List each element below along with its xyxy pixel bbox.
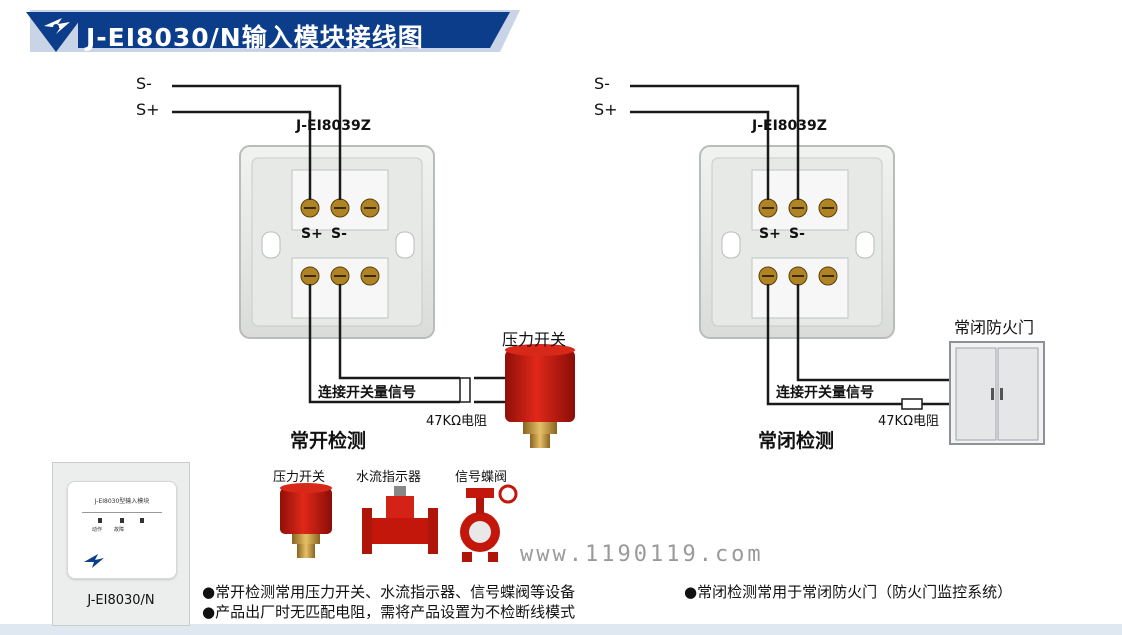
- module-led-action-icon: [98, 518, 102, 523]
- right-mount-hole-right: [855, 231, 875, 259]
- right-resistor-icon: [901, 398, 923, 410]
- title-banner: [26, 10, 520, 52]
- module-caption: J-EI8030/N: [87, 593, 155, 608]
- left-terminal-label-s-minus: S-: [331, 226, 347, 242]
- note-factory-setting: ●产品出厂时无匹配电阻，需将产品设置为不检断线模式: [202, 603, 576, 621]
- module-logo-icon: [84, 554, 104, 568]
- left-label-s-minus: S-: [136, 74, 152, 93]
- left-device-label: 压力开关: [502, 330, 567, 349]
- note-normally-closed: ●常闭检测常用于常闭防火门（防火门监控系统）: [684, 583, 1013, 601]
- page-title: J-EI8030/N输入模块接线图: [86, 23, 424, 52]
- module-led-fault-icon: [120, 518, 124, 523]
- left-label-s-plus: S+: [136, 100, 160, 119]
- gallery-label-butterfly-valve: 信号蝶阀: [455, 470, 508, 485]
- right-wire-s-plus: [630, 110, 770, 200]
- note-normally-open: ●常开检测常用压力开关、水流指示器、信号蝶阀等设备: [202, 583, 576, 601]
- right-base-model-label: J-EI8039Z: [752, 118, 827, 134]
- right-terminal-label-s-minus: S-: [789, 226, 805, 242]
- watermark-text: www.1190119.com: [520, 542, 764, 567]
- right-terminal-label-s-plus: S+: [759, 226, 781, 242]
- module-led-label-action: 动作: [92, 527, 103, 533]
- left-base-box: [239, 145, 435, 339]
- module-led-extra-icon: [140, 518, 144, 523]
- module-faceplate: J-EI8030型输入模块 动作 故障: [67, 481, 177, 579]
- title-banner-bar: [78, 12, 510, 48]
- left-resistor-label: 47KΩ电阻: [426, 414, 488, 429]
- left-mount-hole-left: [261, 231, 281, 259]
- right-mount-hole-left: [721, 231, 741, 259]
- left-wire-s-plus: [172, 110, 312, 200]
- gallery-pressure-switch-icon: [280, 483, 332, 558]
- gallery-label-water-flow-indicator: 水流指示器: [356, 470, 422, 485]
- pressure-switch-large-icon: [505, 344, 575, 448]
- left-resistor-icon: [459, 377, 471, 403]
- title-logo-triangle: [26, 12, 86, 52]
- right-label-s-plus: S+: [594, 100, 618, 119]
- right-wires: [630, 84, 950, 406]
- right-device-label: 常闭防火门: [954, 318, 1035, 337]
- left-signal-label: 连接开关量信号: [318, 385, 416, 401]
- module-face-text: J-EI8030型输入模块: [94, 498, 150, 505]
- left-wire-s-minus: [172, 84, 342, 200]
- gallery-butterfly-valve-icon: [460, 484, 518, 562]
- right-wire-signal-b: [796, 284, 950, 382]
- left-wire-signal-a: [308, 284, 460, 404]
- module-product-card: J-EI8030型输入模块 动作 故障 J-EI8030/N: [52, 462, 190, 626]
- gallery-water-flow-indicator-icon: [362, 486, 438, 554]
- module-led-label-fault: 故障: [114, 527, 125, 533]
- fire-door-icon: [949, 341, 1045, 445]
- right-label-s-minus: S-: [594, 74, 610, 93]
- module-face-divider: [82, 512, 162, 513]
- left-terminal-label-s-plus: S+: [301, 226, 323, 242]
- logo-icon: [44, 18, 70, 34]
- left-mount-hole-right: [395, 231, 415, 259]
- right-resistor-label: 47KΩ电阻: [878, 414, 940, 429]
- right-wire-signal-a: [766, 284, 902, 406]
- right-wire-s-minus: [630, 84, 800, 200]
- left-wires: [172, 84, 505, 404]
- left-wire-signal-b: [338, 284, 460, 380]
- right-mode-title: 常闭检测: [758, 430, 835, 452]
- right-signal-label: 连接开关量信号: [776, 385, 874, 401]
- left-base-model-label: J-EI8039Z: [296, 118, 371, 134]
- gallery-label-pressure-switch: 压力开关: [273, 470, 326, 485]
- bottom-band: [0, 624, 1122, 635]
- left-mode-title: 常开检测: [290, 430, 367, 452]
